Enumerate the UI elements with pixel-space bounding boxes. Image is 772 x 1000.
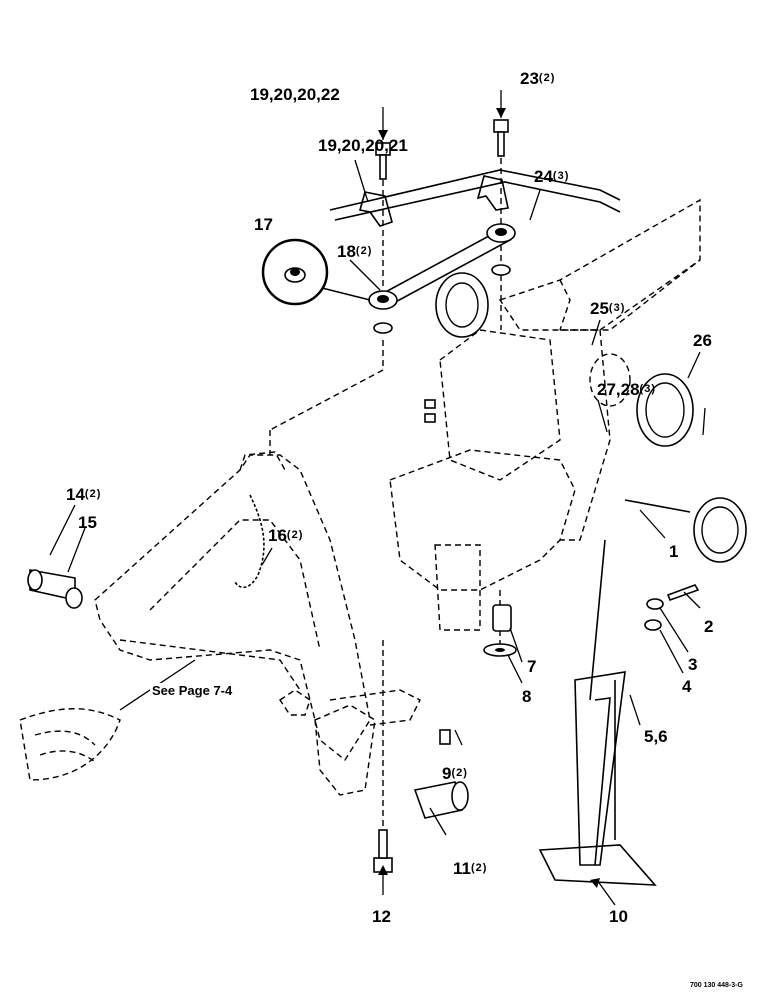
- callout-13: 14(2): [66, 485, 102, 504]
- arrowheads: [378, 108, 600, 888]
- callout-1: 1: [669, 542, 679, 561]
- callout-8: 8: [522, 687, 532, 706]
- pto-driveline: [19, 708, 121, 781]
- callout-15: 16(2): [268, 526, 304, 545]
- callout-10: 10: [609, 907, 628, 926]
- callout-3: 3: [688, 655, 698, 674]
- jack-stand: [538, 671, 657, 886]
- figure-code: 700 130 448-3-G: [690, 982, 743, 989]
- inset-detail-circle: [261, 238, 371, 306]
- callout-12: 12: [372, 907, 391, 926]
- callout-19-20-20-21: 19,20,20,22: [250, 85, 340, 104]
- lower-hardware: [27, 399, 700, 873]
- callout-4: 4: [682, 677, 692, 696]
- callout-2: 2: [704, 617, 714, 636]
- callout-23: 24(3): [534, 167, 570, 186]
- main-frame: [389, 198, 701, 631]
- callout-19-20-20-22: 23(2): [520, 69, 556, 88]
- callout-9: 9(2): [442, 764, 468, 783]
- callout-17: 18(2): [337, 242, 373, 261]
- assembly-axis-lines: [269, 158, 502, 830]
- leader-lines: [49, 90, 706, 906]
- handle-brackets: [358, 175, 509, 227]
- callout-7: 7: [527, 657, 537, 676]
- callout-16: 17: [254, 215, 273, 234]
- callout-5-6: 5,6: [644, 727, 668, 746]
- callout-26: 27,28(3): [597, 380, 656, 399]
- callout-24: 25(3): [590, 299, 626, 318]
- safety-chain: [234, 494, 265, 589]
- top-bolts: [375, 119, 509, 180]
- reference-note: See Page 7-4: [150, 683, 235, 698]
- lift-arm: [329, 169, 621, 310]
- shield-rings: [435, 272, 747, 563]
- callout-11: 11(2): [453, 859, 488, 878]
- hitch-frame: [94, 451, 421, 796]
- callout-18: 19,20,20,21: [318, 136, 408, 155]
- callout-14: 15: [78, 513, 97, 532]
- callout-25: 26: [693, 331, 712, 350]
